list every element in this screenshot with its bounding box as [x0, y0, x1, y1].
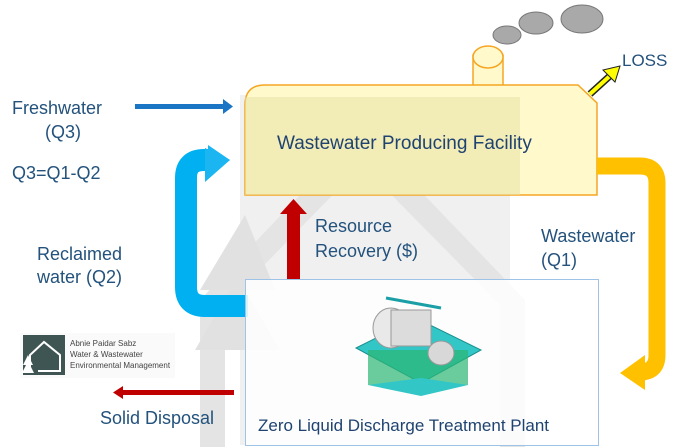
wastewater-label-line1: Wastewater [541, 226, 636, 246]
loss-arrow [587, 65, 621, 97]
loss-label: LOSS [622, 51, 668, 70]
resource-recovery-label-line2: Recovery ($) [315, 241, 419, 261]
treatment-plant-equipment-icon [354, 296, 483, 396]
treatment-plant-node: Zero Liquid Discharge Treatment Plant [245, 279, 599, 446]
company-logo: Abnie Paidar Sabz Water & Wastewater Env… [20, 333, 175, 378]
wastewater-label-line2: (Q1) [541, 250, 577, 270]
house-tree-logo-icon [22, 335, 65, 375]
wastewater-arrow [597, 157, 666, 390]
chimney-icon [472, 45, 504, 96]
reclaimed-water-label-line1: Reclaimed [37, 244, 123, 264]
treatment-plant-label: Zero Liquid Discharge Treatment Plant [258, 416, 550, 435]
solid-disposal-arrow [113, 386, 234, 399]
logo-line1: Abnie Paidar Sabz [70, 339, 137, 348]
resource-recovery-arrow [280, 199, 307, 280]
freshwater-arrow [135, 99, 233, 114]
freshwater-label: Freshwater [12, 98, 103, 118]
reclaimed-water-label-line2: water (Q2) [37, 267, 123, 287]
freshwater-q-label: (Q3) [45, 122, 81, 142]
smoke-clouds-icon [492, 4, 604, 45]
resource-recovery-label-line1: Resource [315, 216, 393, 236]
logo-line2: Water & Wastewater [70, 350, 143, 359]
facility-label: Wastewater Producing Facility [277, 133, 532, 154]
equation-label: Q3=Q1-Q2 [12, 163, 101, 183]
solid-disposal-label: Solid Disposal [100, 408, 215, 428]
reclaimed-water-arrow [175, 145, 248, 317]
logo-line3: Environmental Management [70, 361, 171, 370]
